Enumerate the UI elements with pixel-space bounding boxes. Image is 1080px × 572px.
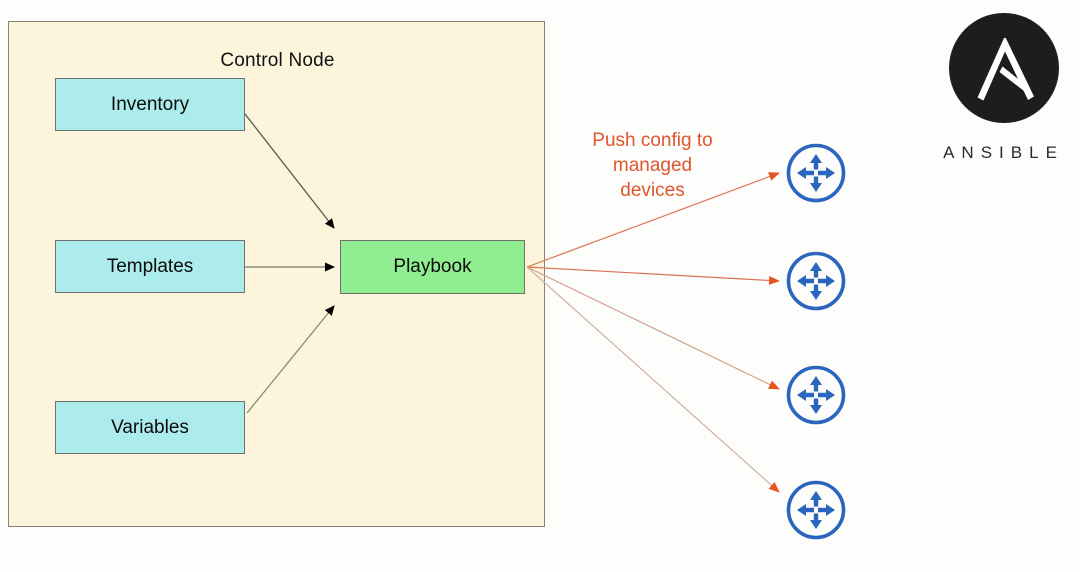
control-node-title: Control Node bbox=[220, 50, 335, 71]
router-icon bbox=[786, 480, 846, 540]
ansible-mark bbox=[949, 13, 1059, 123]
node-box-templates[interactable]: Templates bbox=[55, 240, 245, 293]
push-config-line-1: Push config to bbox=[592, 130, 713, 151]
arrow-playbook-to-router-2 bbox=[526, 266, 780, 285]
node-box-variables[interactable]: Variables bbox=[55, 401, 245, 454]
push-config-line-3: devices bbox=[620, 180, 685, 201]
node-box-playbook-label: Playbook bbox=[393, 256, 472, 277]
router-icon-2[interactable] bbox=[785, 250, 847, 312]
router-icon-3[interactable] bbox=[785, 364, 847, 426]
node-box-inventory-label: Inventory bbox=[110, 93, 190, 115]
node-box-inventory[interactable]: Inventory bbox=[55, 78, 245, 131]
arrow-playbook-to-router-3 bbox=[526, 266, 780, 390]
router-icon-1[interactable] bbox=[785, 142, 847, 204]
node-box-variables-label: Variables bbox=[111, 416, 189, 438]
push-config-line-2: managed bbox=[612, 155, 693, 176]
router-icon bbox=[786, 143, 846, 203]
push-config-label: Push config to managed devices bbox=[565, 128, 740, 203]
node-box-templates-label: Templates bbox=[106, 255, 194, 277]
router-icon bbox=[786, 251, 846, 311]
arrow-playbook-to-router-4 bbox=[526, 266, 780, 493]
node-box-playbook[interactable]: Playbook bbox=[340, 240, 525, 294]
ansible-logo-icon bbox=[948, 12, 1060, 124]
router-icon-4[interactable] bbox=[785, 479, 847, 541]
router-icon bbox=[786, 365, 846, 425]
ansible-wordmark: ANSIBLE bbox=[943, 143, 1064, 162]
